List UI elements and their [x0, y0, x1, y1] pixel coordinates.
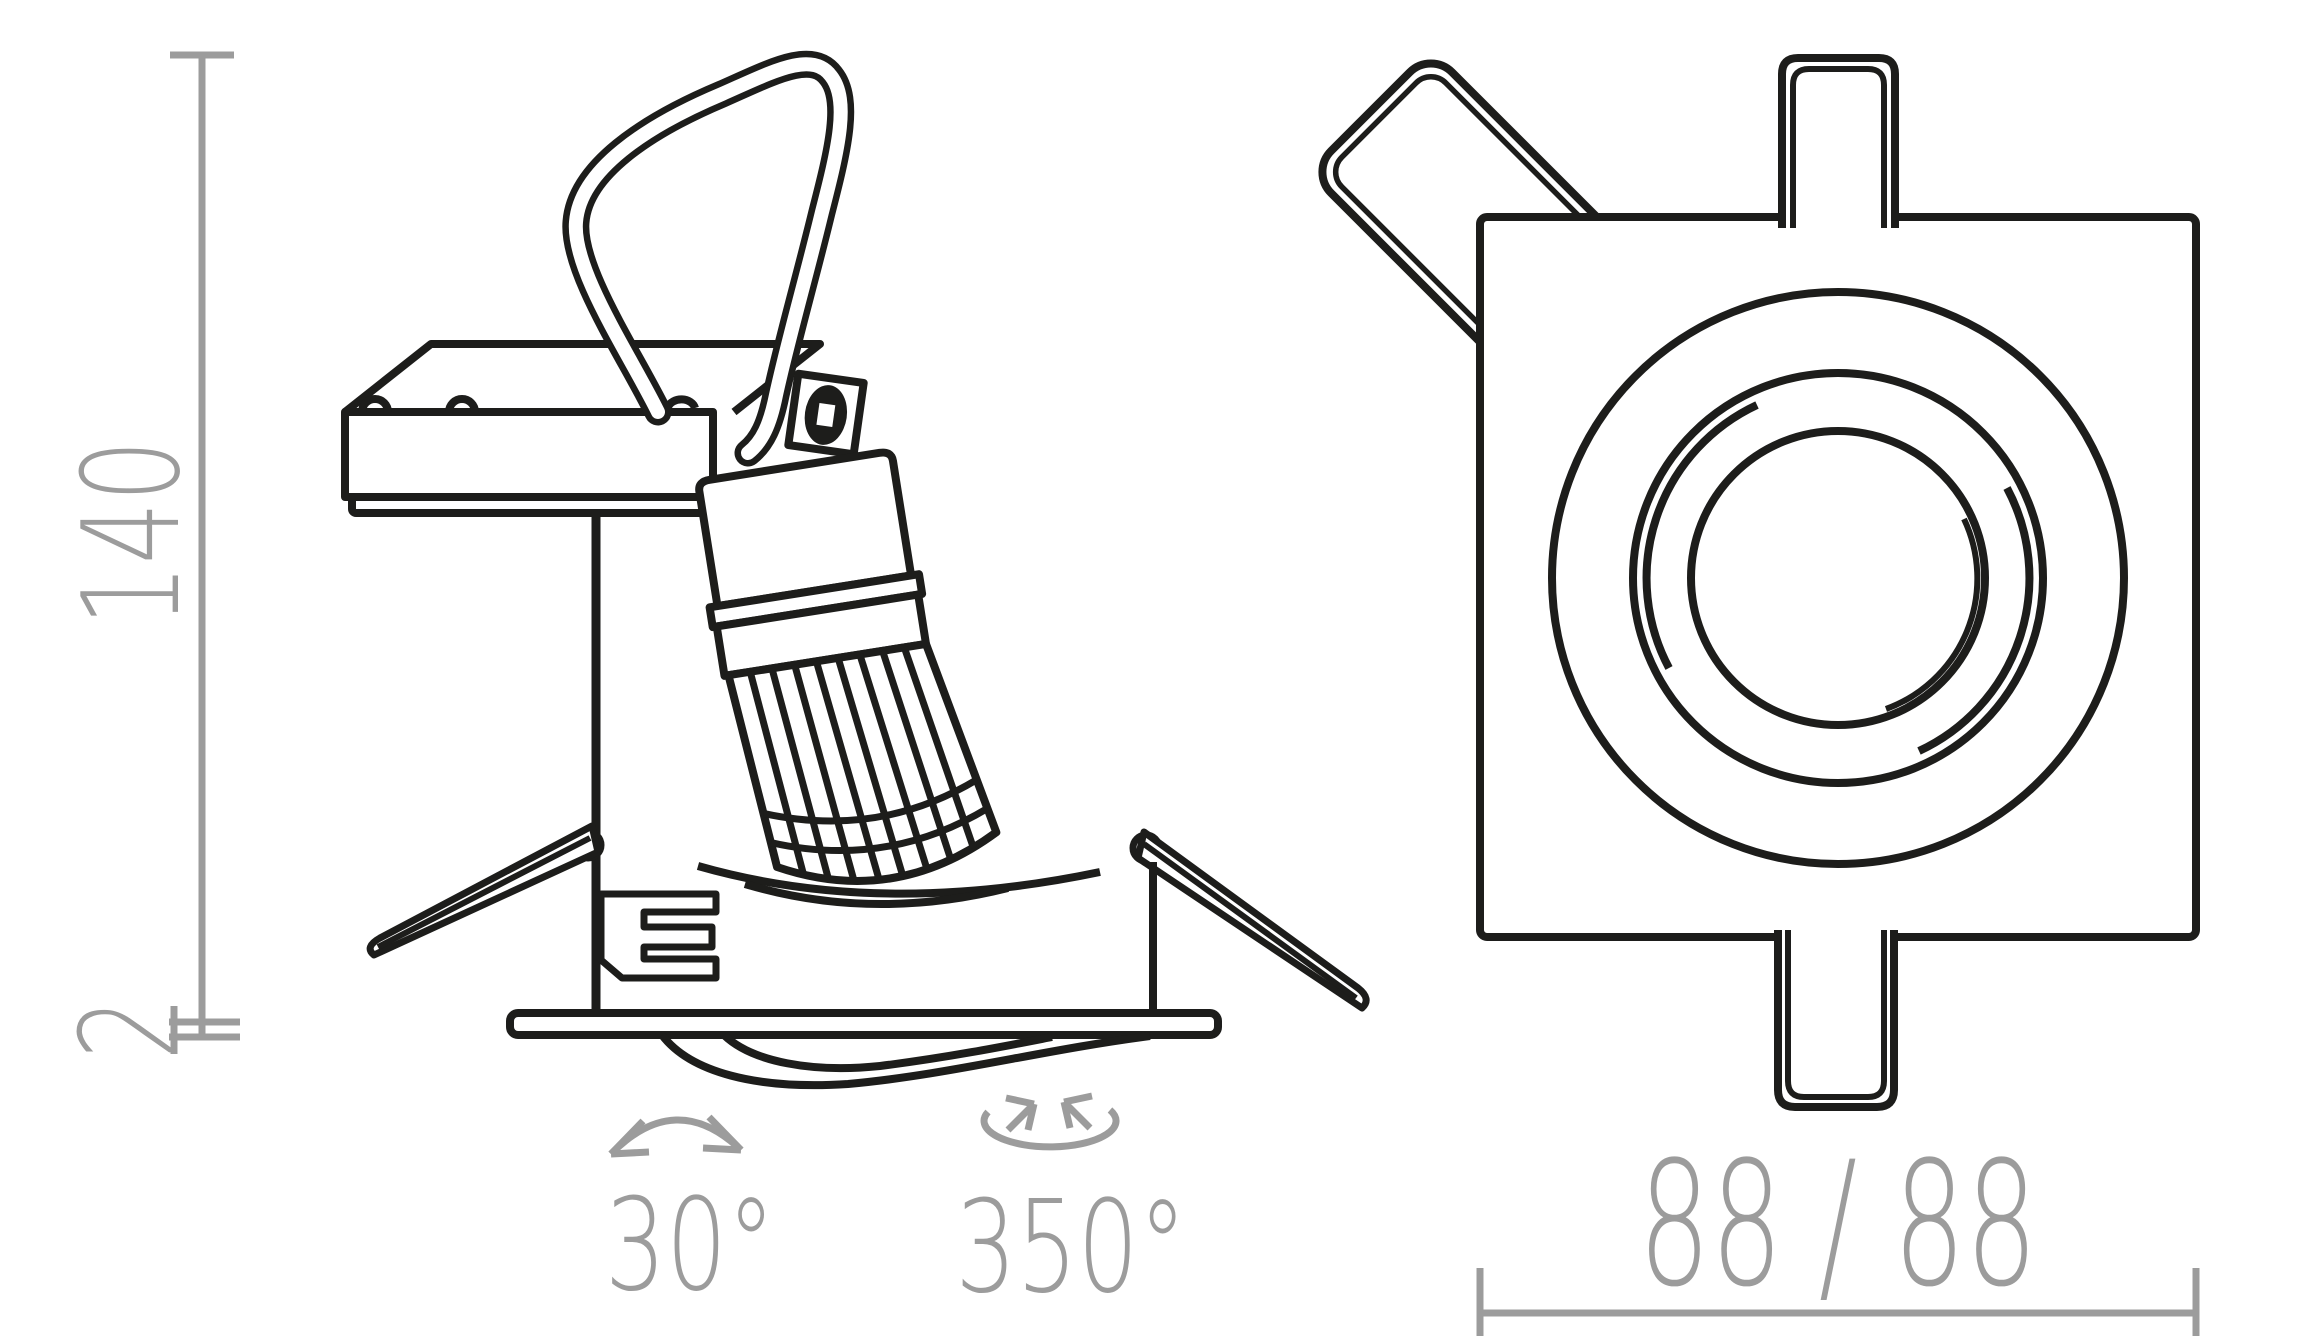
side-view-drawing [341, 50, 1370, 1090]
spring-tab-top [1778, 54, 1899, 228]
trim-plate [506, 1009, 1222, 1039]
face-size-label: 88 / 88 [1638, 1126, 2037, 1325]
spring-clip-left [366, 822, 605, 959]
gimbal-rim [696, 862, 1101, 909]
spring-clip-right [1129, 828, 1370, 1013]
lamp-assembly [695, 448, 1001, 885]
rotation-arrow-icon [980, 1092, 1120, 1151]
lamp-face-ring [1687, 427, 1989, 729]
tilt-gap-arc-lower-right [1917, 486, 2034, 755]
terminal-screw-right [445, 395, 479, 413]
lamp-face-inner-arc [1884, 517, 1981, 712]
height-dimension-label: 140 [53, 440, 209, 627]
terminal-block-top-face [342, 340, 824, 416]
terminal-screw-left [358, 395, 392, 413]
cable-gland-bump [664, 395, 699, 410]
width-dimension [1476, 1268, 2200, 1336]
socket-cap [695, 448, 916, 611]
product-drawing-layer [341, 50, 2200, 1111]
dimension-labels: 140 2 30° 350° 88 / 88 [51, 440, 2037, 1326]
gimbal-rings [1548, 288, 2128, 868]
spring-tab-bottom [1774, 930, 1898, 1111]
swivel-angle-label: 350° [955, 1172, 1186, 1321]
tilt-arc-arrow-icon [608, 1114, 744, 1158]
lamp-fins [746, 646, 977, 884]
dimension-layer: 140 2 30° 350° 88 / 88 [51, 51, 2200, 1336]
tilt-angle-label: 30° [605, 1170, 775, 1319]
slotted-bracket [597, 890, 720, 982]
lamp-wire-loop [562, 50, 855, 467]
rim-thickness-label: 2 [51, 997, 207, 1059]
mounting-flange [348, 493, 748, 517]
front-view-drawing [1318, 54, 2200, 1111]
wire-clamp [784, 369, 868, 459]
tilted-bezel-lip [658, 1032, 1151, 1090]
lamp-ribbed-cone [724, 639, 1001, 885]
terminal-block [341, 340, 824, 517]
height-dimension [169, 51, 240, 1054]
tilt-gap-arc-upper-left [1642, 401, 1759, 670]
lamp-mesh-lines [762, 776, 990, 855]
